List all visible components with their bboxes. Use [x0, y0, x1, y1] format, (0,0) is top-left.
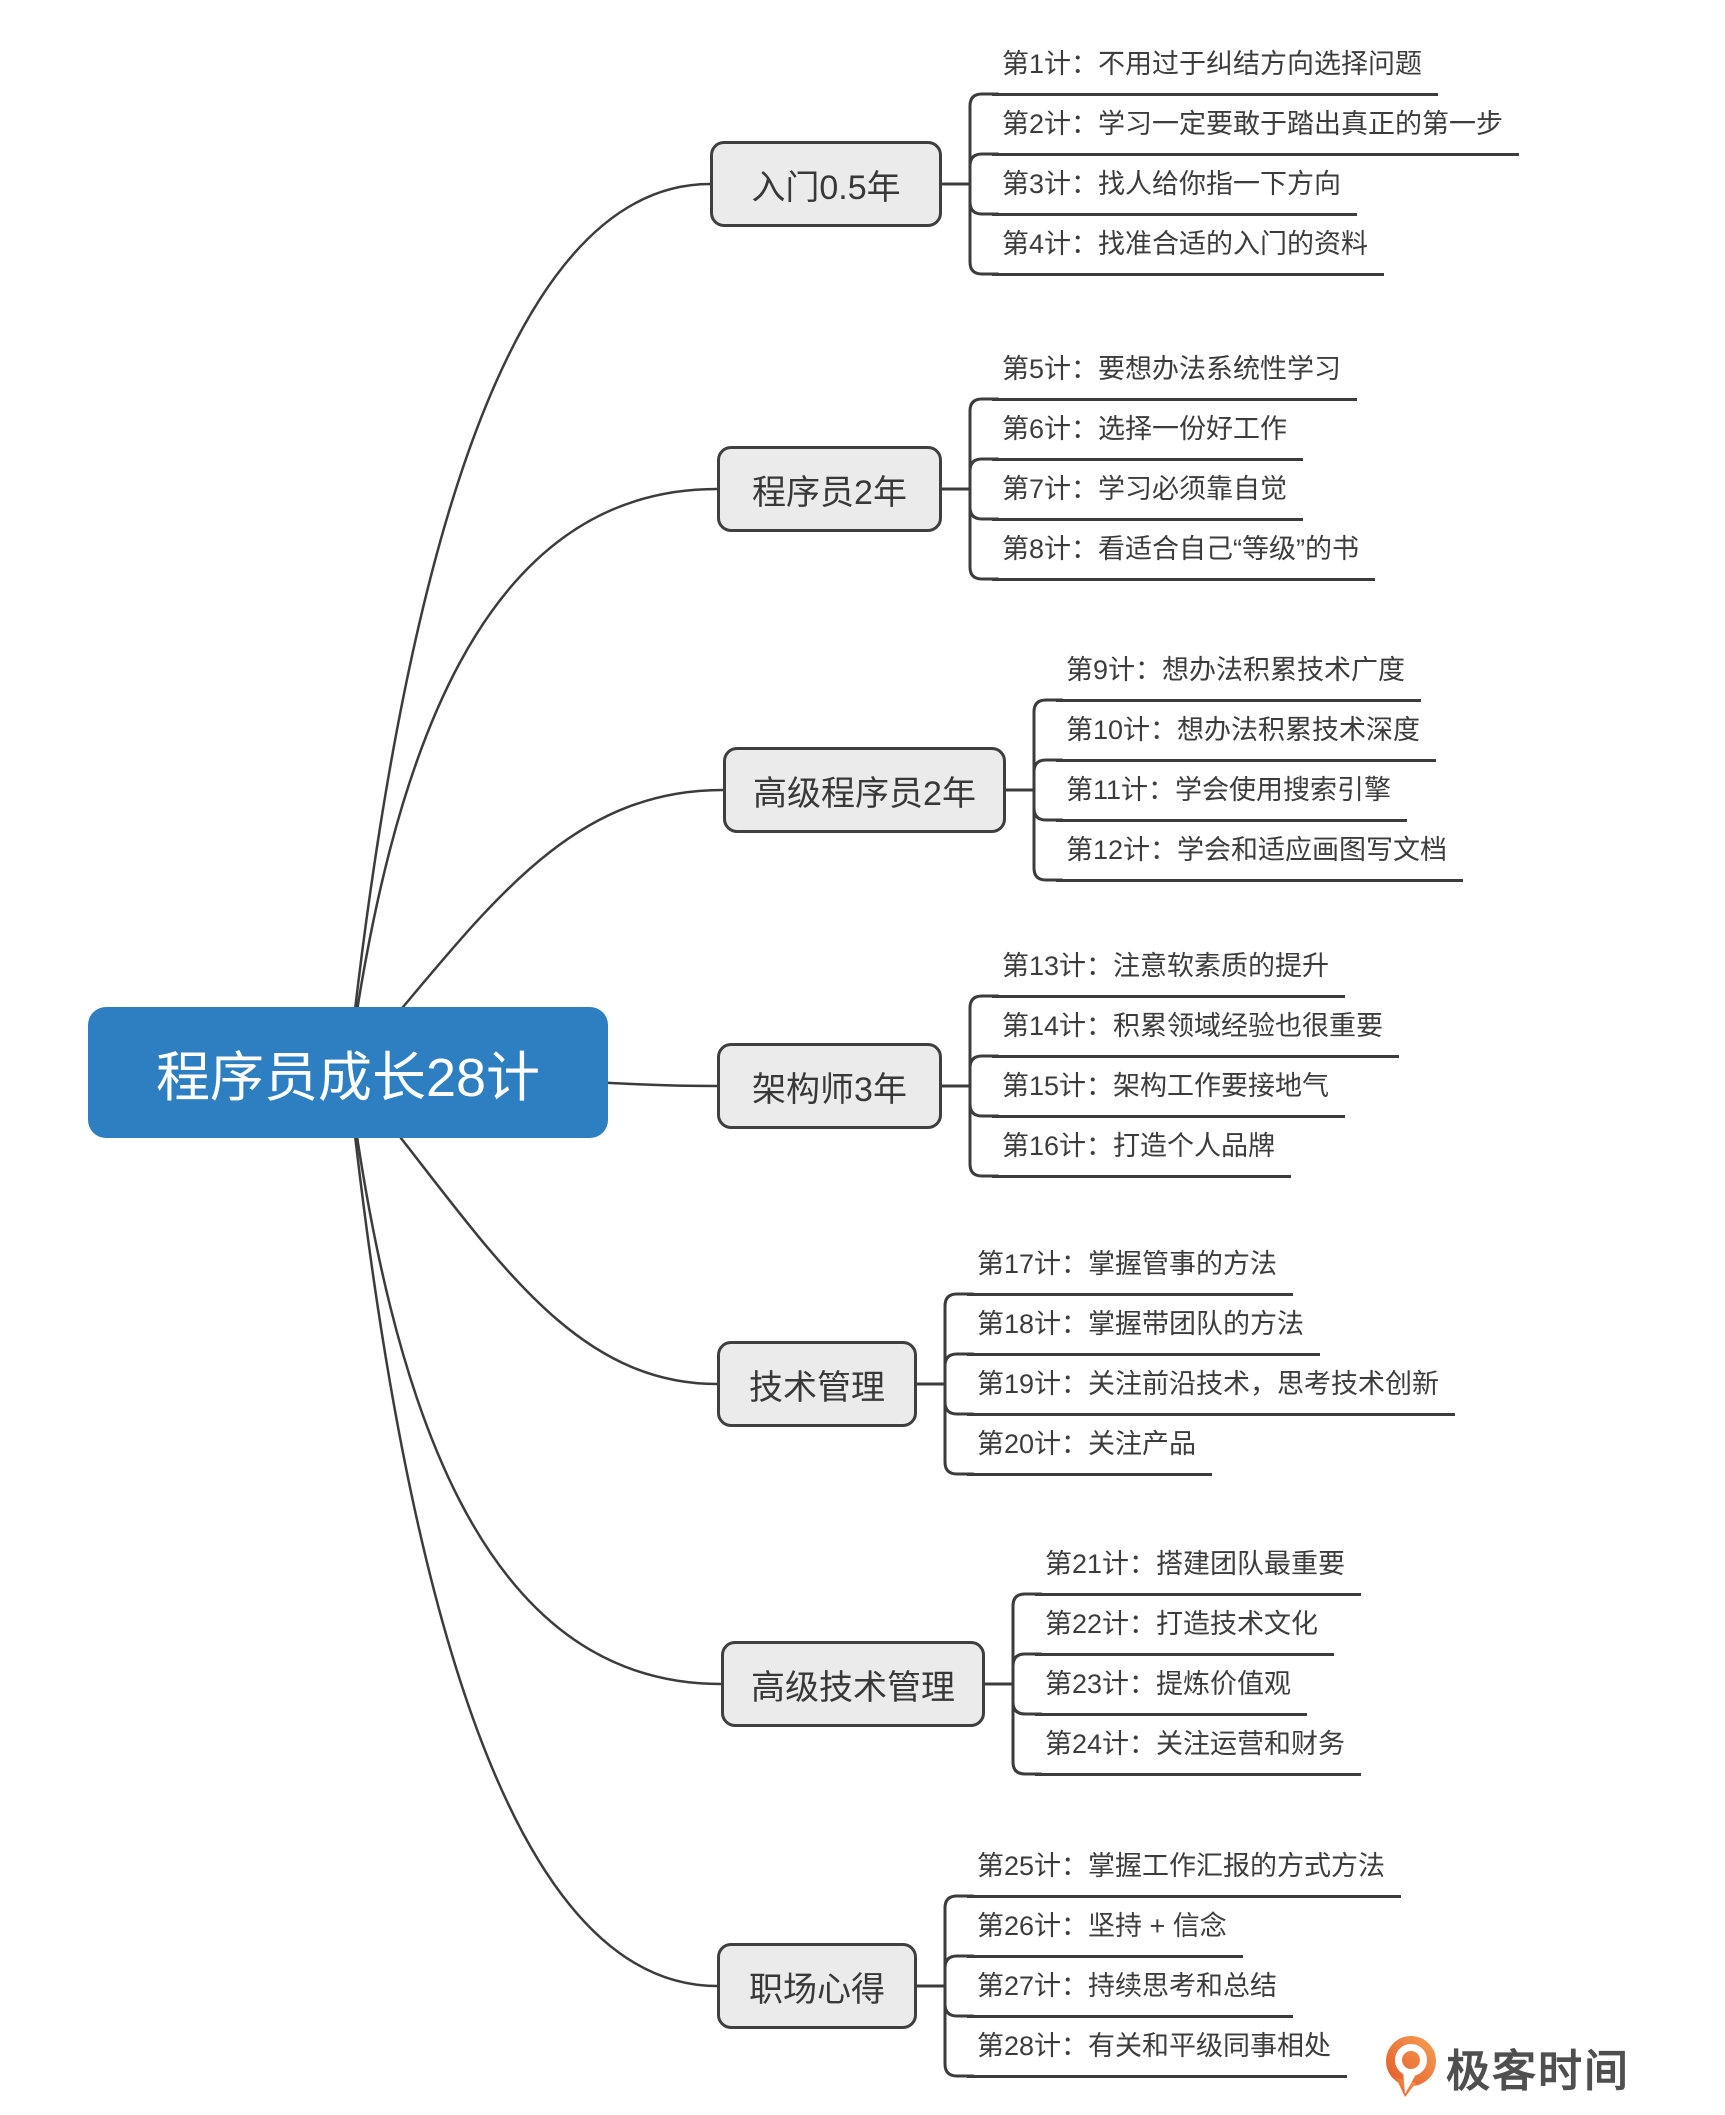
- leaf-topic[interactable]: 第2计：学习一定要敢于踏出真正的第一步: [992, 96, 1520, 156]
- leaf-topic[interactable]: 第15计：架构工作要接地气: [992, 1058, 1346, 1118]
- leaf-topic[interactable]: 第7计：学习必须靠自觉: [992, 461, 1304, 521]
- leaf-topic[interactable]: 第8计：看适合自己“等级”的书: [992, 521, 1375, 581]
- branch-topic-senior-programmer[interactable]: 高级程序员2年: [723, 747, 1006, 833]
- leaf-topic[interactable]: 第3计：找人给你指一下方向: [992, 156, 1358, 216]
- leaf-topic[interactable]: 第12计：学会和适应画图写文档: [1056, 822, 1464, 882]
- branch-leaf-elbows: [915, 92, 1064, 2078]
- leaf-topic[interactable]: 第26计：坚持 + 信念: [967, 1898, 1243, 1958]
- leaf-topic[interactable]: 第27计：持续思考和总结: [967, 1958, 1294, 2018]
- brand-name: 极客时间: [1446, 2047, 1630, 2096]
- branch-topic-programmer[interactable]: 程序员2年: [717, 446, 942, 532]
- branch-topic-tech-management[interactable]: 技术管理: [717, 1341, 917, 1427]
- leaf-topic[interactable]: 第21计：搭建团队最重要: [1035, 1536, 1362, 1596]
- brand-footer: 极客时间: [1386, 2036, 1630, 2098]
- leaf-topic[interactable]: 第6计：选择一份好工作: [992, 401, 1304, 461]
- leaf-topic[interactable]: 第9计：想办法积累技术广度: [1056, 642, 1422, 702]
- leaf-topic[interactable]: 第22计：打造技术文化: [1035, 1596, 1335, 1656]
- branch-topic-architect[interactable]: 架构师3年: [717, 1043, 942, 1129]
- leaf-topic[interactable]: 第20计：关注产品: [967, 1416, 1213, 1476]
- leaf-topic[interactable]: 第14计：积累领域经验也很重要: [992, 998, 1400, 1058]
- branch-topic-beginner[interactable]: 入门0.5年: [710, 141, 942, 227]
- leaf-topic[interactable]: 第5计：要想办法系统性学习: [992, 341, 1358, 401]
- leaf-topic[interactable]: 第4计：找准合适的入门的资料: [992, 216, 1385, 276]
- leaf-topic[interactable]: 第23计：提炼价值观: [1035, 1656, 1308, 1716]
- branch-topic-career-tips[interactable]: 职场心得: [717, 1943, 917, 2029]
- geektime-logo-icon: [1386, 2036, 1436, 2097]
- central-topic[interactable]: 程序员成长28计: [88, 1007, 608, 1138]
- leaf-topic[interactable]: 第25计：掌握工作汇报的方式方法: [967, 1838, 1402, 1898]
- branch-topic-senior-tech-management[interactable]: 高级技术管理: [721, 1641, 985, 1727]
- leaf-topic[interactable]: 第19计：关注前沿技术，思考技术创新: [967, 1356, 1456, 1416]
- leaf-topic[interactable]: 第1计：不用过于纠结方向选择问题: [992, 36, 1439, 96]
- leaf-topic[interactable]: 第10计：想办法积累技术深度: [1056, 702, 1437, 762]
- leaf-topic[interactable]: 第18计：掌握带团队的方法: [967, 1296, 1321, 1356]
- leaf-topic[interactable]: 第17计：掌握管事的方法: [967, 1236, 1294, 1296]
- leaf-topic[interactable]: 第28计：有关和平级同事相处: [967, 2018, 1348, 2078]
- leaf-topic[interactable]: 第11计：学会使用搜索引擎: [1056, 762, 1408, 822]
- leaf-topic[interactable]: 第24计：关注运营和财务: [1035, 1716, 1362, 1776]
- leaf-topic[interactable]: 第13计：注意软素质的提升: [992, 938, 1346, 998]
- leaf-topic[interactable]: 第16计：打造个人品牌: [992, 1118, 1292, 1178]
